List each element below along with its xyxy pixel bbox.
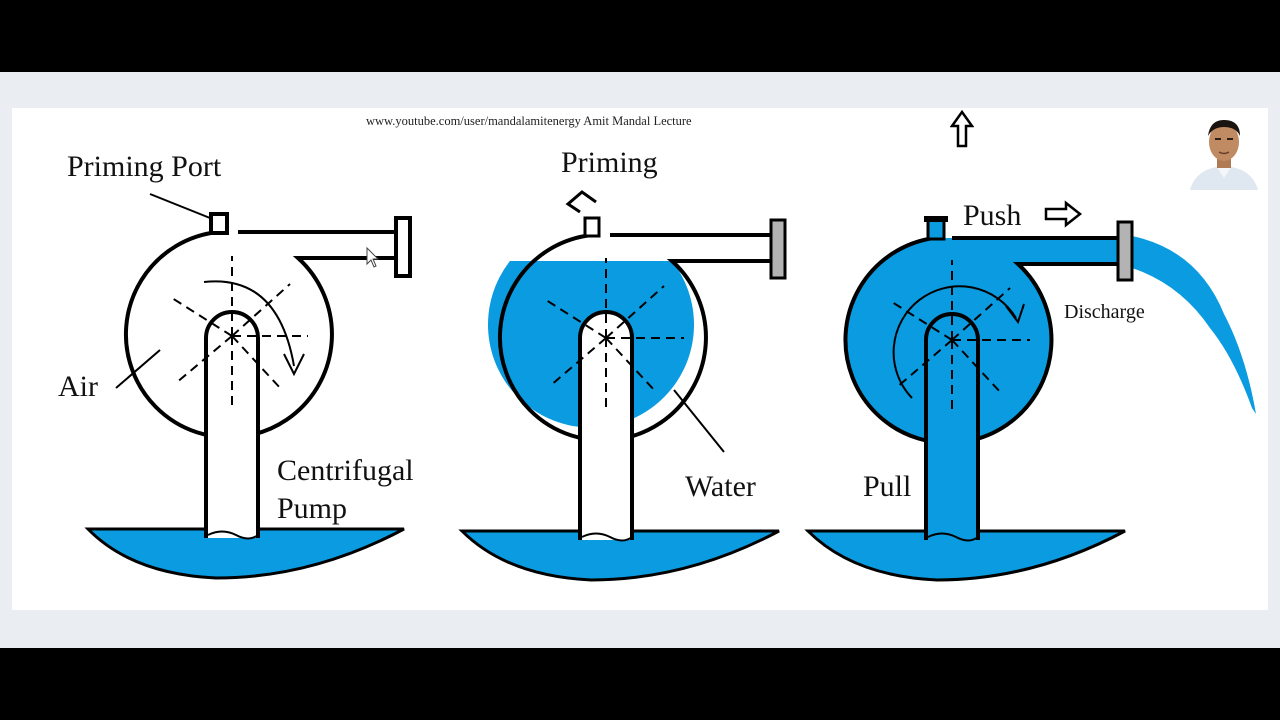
right-arrow-icon bbox=[1046, 203, 1080, 225]
discharge-jet bbox=[1132, 236, 1256, 414]
label-water: Water bbox=[685, 472, 756, 502]
label-discharge: Discharge bbox=[1064, 302, 1145, 322]
pump-unprimed bbox=[88, 194, 410, 578]
priming-cap-closed bbox=[924, 216, 948, 222]
label-pump: Pump bbox=[277, 494, 347, 524]
lecture-slide: www.youtube.com/user/mandalamitenergy Am… bbox=[12, 108, 1268, 610]
label-priming-port: Priming Port bbox=[67, 152, 221, 182]
label-centrifugal: Centrifugal bbox=[277, 456, 414, 486]
priming-port-1 bbox=[211, 214, 227, 233]
label-priming: Priming bbox=[561, 148, 658, 178]
up-arrow-icon bbox=[950, 110, 974, 148]
leader-water bbox=[674, 390, 724, 452]
label-push: Push bbox=[963, 201, 1021, 231]
leader-priming-port bbox=[150, 194, 210, 218]
presenter-avatar bbox=[1186, 112, 1262, 190]
video-frame: www.youtube.com/user/mandalamitenergy Am… bbox=[0, 72, 1280, 648]
label-pull: Pull bbox=[863, 472, 911, 502]
channel-credit: www.youtube.com/user/mandalamitenergy Am… bbox=[366, 114, 692, 129]
pump-running bbox=[808, 203, 1256, 580]
priming-cap-open bbox=[568, 192, 596, 212]
priming-port-3 bbox=[928, 220, 944, 239]
priming-port-2 bbox=[585, 218, 599, 236]
pump-priming bbox=[462, 192, 785, 580]
flange-3 bbox=[1118, 222, 1132, 280]
suction-pipe-1 bbox=[206, 312, 258, 538]
flange-1 bbox=[396, 218, 410, 276]
priming-diagram bbox=[12, 108, 1268, 610]
flange-2 bbox=[771, 220, 785, 278]
label-air: Air bbox=[58, 372, 98, 402]
